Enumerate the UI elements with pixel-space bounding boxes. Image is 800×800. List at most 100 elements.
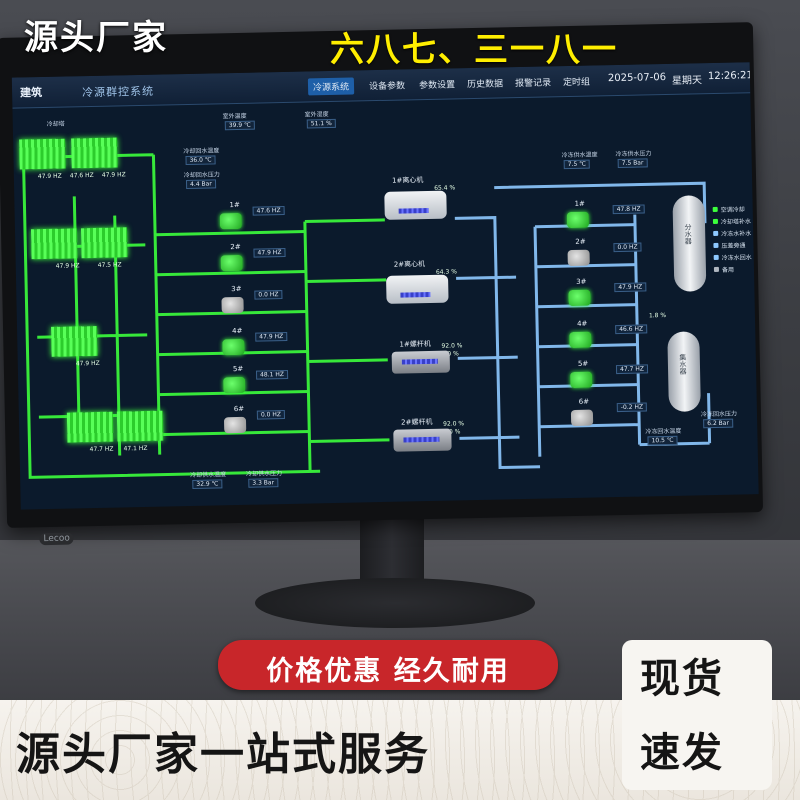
chilled-pump-2-hz: 0.0 HZ bbox=[613, 242, 642, 253]
cw-supply-temp-value: 32.9 ℃ bbox=[192, 479, 223, 489]
cooling-pump-1-name: 1# bbox=[229, 200, 240, 210]
tower-1-hz-a: 47.9 HZ bbox=[37, 172, 62, 181]
cooling-tower-1b bbox=[71, 137, 118, 169]
cooling-pump-1-hz: 47.6 HZ bbox=[252, 205, 285, 216]
chiller-3-name: 1#螺杆机 bbox=[399, 339, 431, 349]
chiller-4-load: 92.0 % bbox=[443, 420, 465, 428]
cooling-pump-1[interactable] bbox=[219, 212, 243, 230]
promo-top-text: 源头厂家 bbox=[24, 18, 168, 58]
tower-3-hz: 47.9 HZ bbox=[75, 359, 100, 368]
legend-item-5: 冷冻水回水 bbox=[713, 252, 752, 262]
chw-return-press-value: 6.2 Bar bbox=[703, 418, 733, 429]
cooling-tower-1a bbox=[19, 138, 66, 170]
chilled-pump-6[interactable] bbox=[570, 409, 594, 427]
cooling-tower-3 bbox=[51, 325, 98, 357]
cw-out-temp-label: 冷却回水温度 bbox=[183, 147, 220, 156]
cooling-pump-4-name: 4# bbox=[232, 326, 243, 336]
chilled-pump-3-name: 3# bbox=[576, 277, 587, 286]
promo-phone-text: 六八七、三一八一 bbox=[330, 30, 618, 70]
promo-side-box bbox=[622, 640, 772, 790]
chw-supply-press-value: 7.5 Bar bbox=[617, 158, 648, 168]
outdoor-temp-value: 39.9 ℃ bbox=[224, 120, 255, 131]
cooling-tower-2a bbox=[30, 228, 78, 260]
cooling-pump-6-name: 6# bbox=[233, 404, 245, 414]
tower-2-hz-b: 47.5 HZ bbox=[97, 261, 122, 269]
outdoor-temp-label: 室外温度 bbox=[222, 112, 247, 121]
chilled-pump-1-hz: 47.8 HZ bbox=[612, 204, 645, 215]
promo-red-banner: 价格优惠 经久耐用 bbox=[218, 640, 558, 690]
chilled-pump-5[interactable] bbox=[570, 371, 593, 389]
centrifugal-chiller-2[interactable] bbox=[386, 274, 449, 304]
tower-4-hz-b: 47.1 HZ bbox=[123, 444, 148, 453]
promo-red-banner-text: 价格优惠 经久耐用 bbox=[266, 656, 510, 687]
chilled-pump-5-hz: 47.7 HZ bbox=[615, 364, 649, 375]
chilled-pump-4-name: 4# bbox=[576, 319, 588, 328]
chw-supply-temp-label: 冷冻供水温度 bbox=[561, 151, 598, 160]
cooling-pump-2[interactable] bbox=[220, 254, 243, 272]
chw-return-temp-value: 10.5 ℃ bbox=[647, 435, 678, 446]
chilled-pump-1[interactable] bbox=[566, 211, 590, 229]
cooling-pump-3-hz: 0.0 HZ bbox=[254, 290, 283, 300]
cooling-pump-4-hz: 47.9 HZ bbox=[255, 331, 288, 342]
chilled-pump-3[interactable] bbox=[568, 289, 591, 307]
chw-supply-press-label: 冷冻供水压力 bbox=[615, 150, 652, 159]
tower-1-hz-c: 47.9 HZ bbox=[101, 171, 126, 179]
tower-2-hz-a: 47.9 HZ bbox=[55, 262, 80, 270]
legend-item-6: 备用 bbox=[713, 265, 734, 274]
cw-out-press-label: 冷却回水压力 bbox=[183, 171, 220, 180]
cooling-tower-2b bbox=[80, 227, 128, 259]
chiller-3-load: 92.0 % bbox=[441, 342, 463, 350]
monitor-brand: Lecoo bbox=[39, 532, 74, 546]
chilled-pump-6-hz: -0.2 HZ bbox=[616, 402, 648, 413]
chilled-pump-4-hz: 46.6 HZ bbox=[615, 324, 648, 335]
centrifugal-chiller-1[interactable] bbox=[384, 190, 447, 220]
chiller-2-name: 2#离心机 bbox=[393, 260, 426, 269]
screw-chiller-1[interactable] bbox=[391, 350, 451, 374]
cw-supply-temp-label: 冷却供水温度 bbox=[190, 471, 227, 480]
scada-screen: 建筑 冷源群控系统 冷源系统 设备参数 参数设置 历史数据 报警记录 定时组 2… bbox=[11, 62, 759, 510]
cooling-pump-6-hz: 0.0 HZ bbox=[256, 410, 286, 420]
promo-side-bottom: 速发 bbox=[640, 730, 724, 776]
cooling-pump-3[interactable] bbox=[221, 296, 244, 314]
cooling-pump-5[interactable] bbox=[223, 376, 246, 394]
legend-item-3: 冷冻水补水 bbox=[713, 228, 751, 238]
monitor-base bbox=[255, 578, 535, 628]
promo-bottom-text: 源头厂家一站式服务 bbox=[16, 729, 430, 780]
cw-out-press-value: 4.4 Bar bbox=[185, 179, 216, 190]
cooling-tower-4a bbox=[66, 411, 114, 443]
cooling-tower-4b bbox=[116, 410, 164, 442]
cw-supply-press-value: 3.3 Bar bbox=[248, 478, 279, 488]
chilled-pump-2[interactable] bbox=[567, 249, 590, 267]
legend-item-4: 压差旁通 bbox=[713, 240, 746, 250]
cw-supply-press-label: 冷却供水压力 bbox=[246, 470, 283, 478]
cw-out-temp-value: 36.0 ℃ bbox=[185, 155, 216, 166]
chilled-pump-2-name: 2# bbox=[575, 237, 586, 246]
cooling-pump-5-hz: 48.1 HZ bbox=[255, 369, 289, 380]
supply-header-label: 分水器 bbox=[683, 223, 693, 245]
chw-return-press-label: 冷冻回水压力 bbox=[700, 410, 738, 419]
chw-supply-temp-value: 7.5 ℃ bbox=[563, 159, 591, 170]
cooling-pump-2-name: 2# bbox=[230, 242, 241, 252]
tower-4-hz-a: 47.7 HZ bbox=[89, 445, 114, 454]
chiller-1-name: 1#离心机 bbox=[391, 176, 424, 185]
legend-item-2: 冷却塔补水 bbox=[712, 216, 751, 226]
monitor-bezel: Lecoo 建筑 冷源群控系统 冷源系统 设备参数 参数设置 历史数据 报警记录… bbox=[0, 22, 764, 546]
tower-1-hz-b: 47.6 HZ bbox=[69, 171, 94, 180]
screw-chiller-2[interactable] bbox=[393, 428, 452, 452]
chiller-4-name: 2#螺杆机 bbox=[401, 417, 433, 427]
legend-item-1: 空调冷却 bbox=[712, 204, 745, 214]
outdoor-hum-label: 室外湿度 bbox=[304, 111, 329, 119]
chilled-pump-5-name: 5# bbox=[577, 359, 589, 368]
promo-side-top: 现货 bbox=[640, 656, 724, 702]
cooling-pump-4[interactable] bbox=[222, 338, 245, 356]
chilled-pump-4[interactable] bbox=[569, 331, 592, 349]
cooling-tower-label: 冷却塔 bbox=[46, 120, 65, 128]
cooling-pump-6[interactable] bbox=[223, 416, 247, 434]
chilled-pump-3-hz: 47.9 HZ bbox=[614, 282, 647, 293]
chilled-pump-6-name: 6# bbox=[578, 397, 590, 406]
chw-return-temp-label: 冷冻回水温度 bbox=[645, 427, 682, 436]
bypass-value: 1.8 % bbox=[648, 312, 667, 320]
chilled-pump-1-name: 1# bbox=[574, 199, 585, 208]
outdoor-hum-value: 51.1 % bbox=[306, 118, 336, 129]
cooling-pump-5-name: 5# bbox=[232, 364, 244, 374]
